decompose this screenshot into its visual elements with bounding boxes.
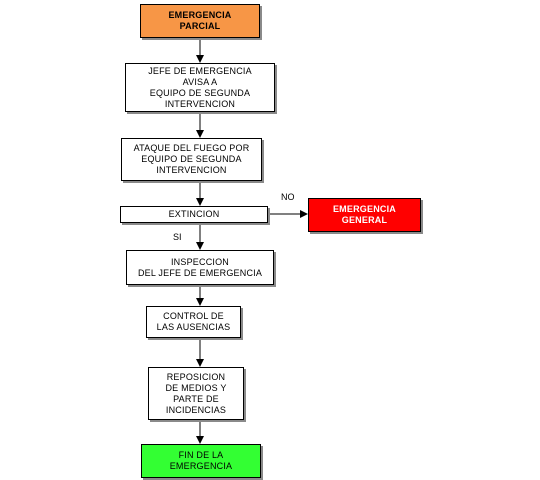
node-jefe-avisa-label: JEFE DE EMERGENCIA AVISA A EQUIPO DE SEG… bbox=[148, 65, 252, 109]
node-inspeccion: INSPECCION DEL JEFE DE EMERGENCIA bbox=[126, 250, 274, 285]
node-ataque-fuego: ATAQUE DEL FUEGO POR EQUIPO DE SEGUNDA I… bbox=[121, 138, 262, 181]
node-fin-emergencia: FIN DE LA EMERGENCIA bbox=[141, 444, 261, 478]
node-jefe-avisa: JEFE DE EMERGENCIA AVISA A EQUIPO DE SEG… bbox=[125, 63, 275, 112]
node-reposicion: REPOSICION DE MEDIOS Y PARTE DE INCIDENC… bbox=[148, 367, 244, 420]
node-extincion: EXTINCION bbox=[120, 206, 268, 223]
node-extincion-label: EXTINCION bbox=[168, 209, 220, 219]
node-emergencia-general: EMERGENCIA GENERAL bbox=[308, 198, 421, 232]
edge-label-no: NO bbox=[281, 192, 295, 202]
node-emergencia-parcial: EMERGENCIA PARCIAL bbox=[140, 4, 260, 38]
node-emergencia-parcial-label: EMERGENCIA PARCIAL bbox=[168, 10, 232, 31]
node-fin-emergencia-label: FIN DE LA EMERGENCIA bbox=[169, 450, 233, 471]
node-ataque-fuego-label: ATAQUE DEL FUEGO POR EQUIPO DE SEGUNDA I… bbox=[133, 143, 250, 175]
node-emergencia-general-label: EMERGENCIA GENERAL bbox=[332, 204, 396, 225]
node-inspeccion-label: INSPECCION DEL JEFE DE EMERGENCIA bbox=[137, 256, 263, 278]
edge-label-si: SI bbox=[173, 232, 182, 242]
node-control-ausencias: CONTROL DE LAS AUSENCIAS bbox=[146, 306, 241, 338]
node-control-ausencias-label: CONTROL DE LAS AUSENCIAS bbox=[156, 311, 231, 332]
node-reposicion-label: REPOSICION DE MEDIOS Y PARTE DE INCIDENC… bbox=[165, 371, 227, 415]
